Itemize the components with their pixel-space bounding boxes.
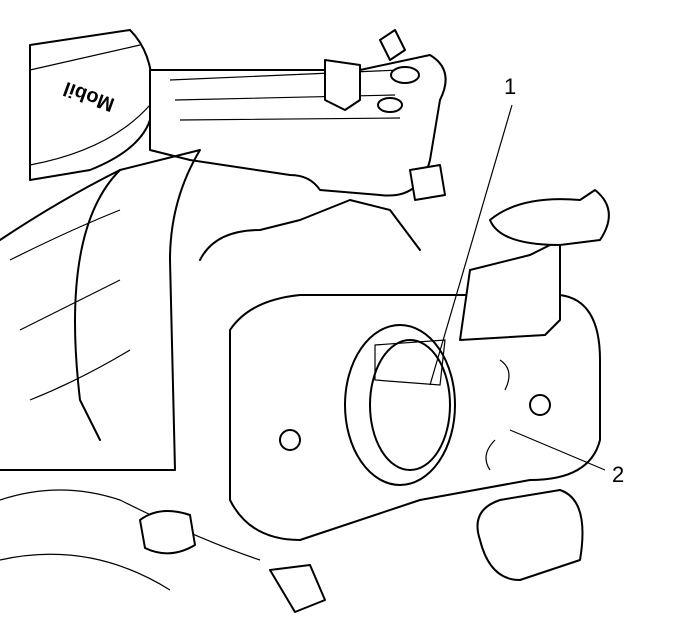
leader-line-2 <box>509 429 606 471</box>
sensor-block <box>0 189 610 613</box>
leader-line-1 <box>429 104 513 386</box>
callout-1: 1 <box>504 74 517 99</box>
bracket-arm <box>149 29 447 201</box>
housing <box>0 149 421 471</box>
oil-cap: Mobil <box>29 29 154 181</box>
callout-2: 2 <box>612 462 625 487</box>
bore <box>344 324 456 486</box>
